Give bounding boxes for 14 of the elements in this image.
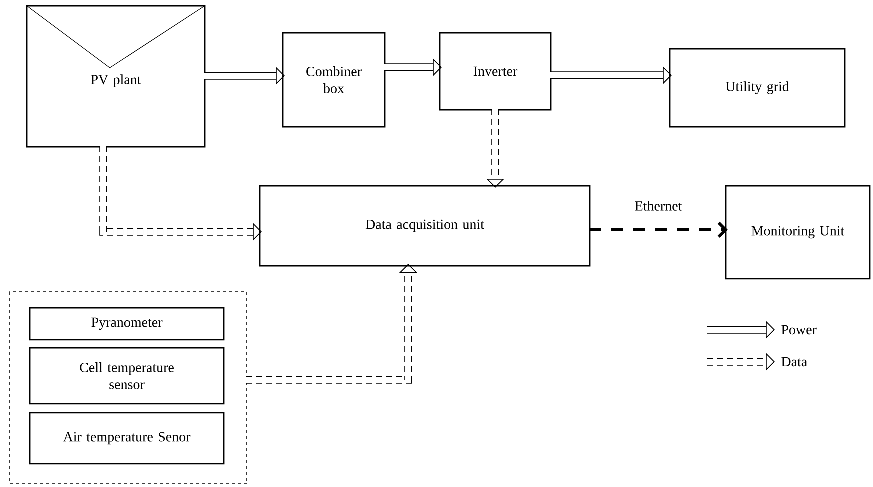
legend-label: Power bbox=[782, 325, 817, 335]
process-box: Utility grid bbox=[669, 48, 846, 128]
process-box: Cell temperature sensor bbox=[29, 347, 225, 405]
process-box: Monitoring Unit bbox=[725, 185, 871, 280]
process-box: Air temperature Senor bbox=[29, 412, 225, 465]
sensor-group-box bbox=[10, 292, 248, 484]
process-box: Combiner box bbox=[282, 32, 386, 128]
process-box: Pyranometer bbox=[29, 307, 225, 341]
arrow bbox=[589, 222, 728, 238]
process-box: Inverter bbox=[439, 32, 552, 111]
process-box: Data acquisition unit bbox=[259, 185, 591, 267]
legend-label: Data bbox=[782, 357, 808, 367]
edge-label: Ethernet bbox=[635, 201, 682, 211]
pv-panel-box: PV plant bbox=[26, 5, 206, 148]
